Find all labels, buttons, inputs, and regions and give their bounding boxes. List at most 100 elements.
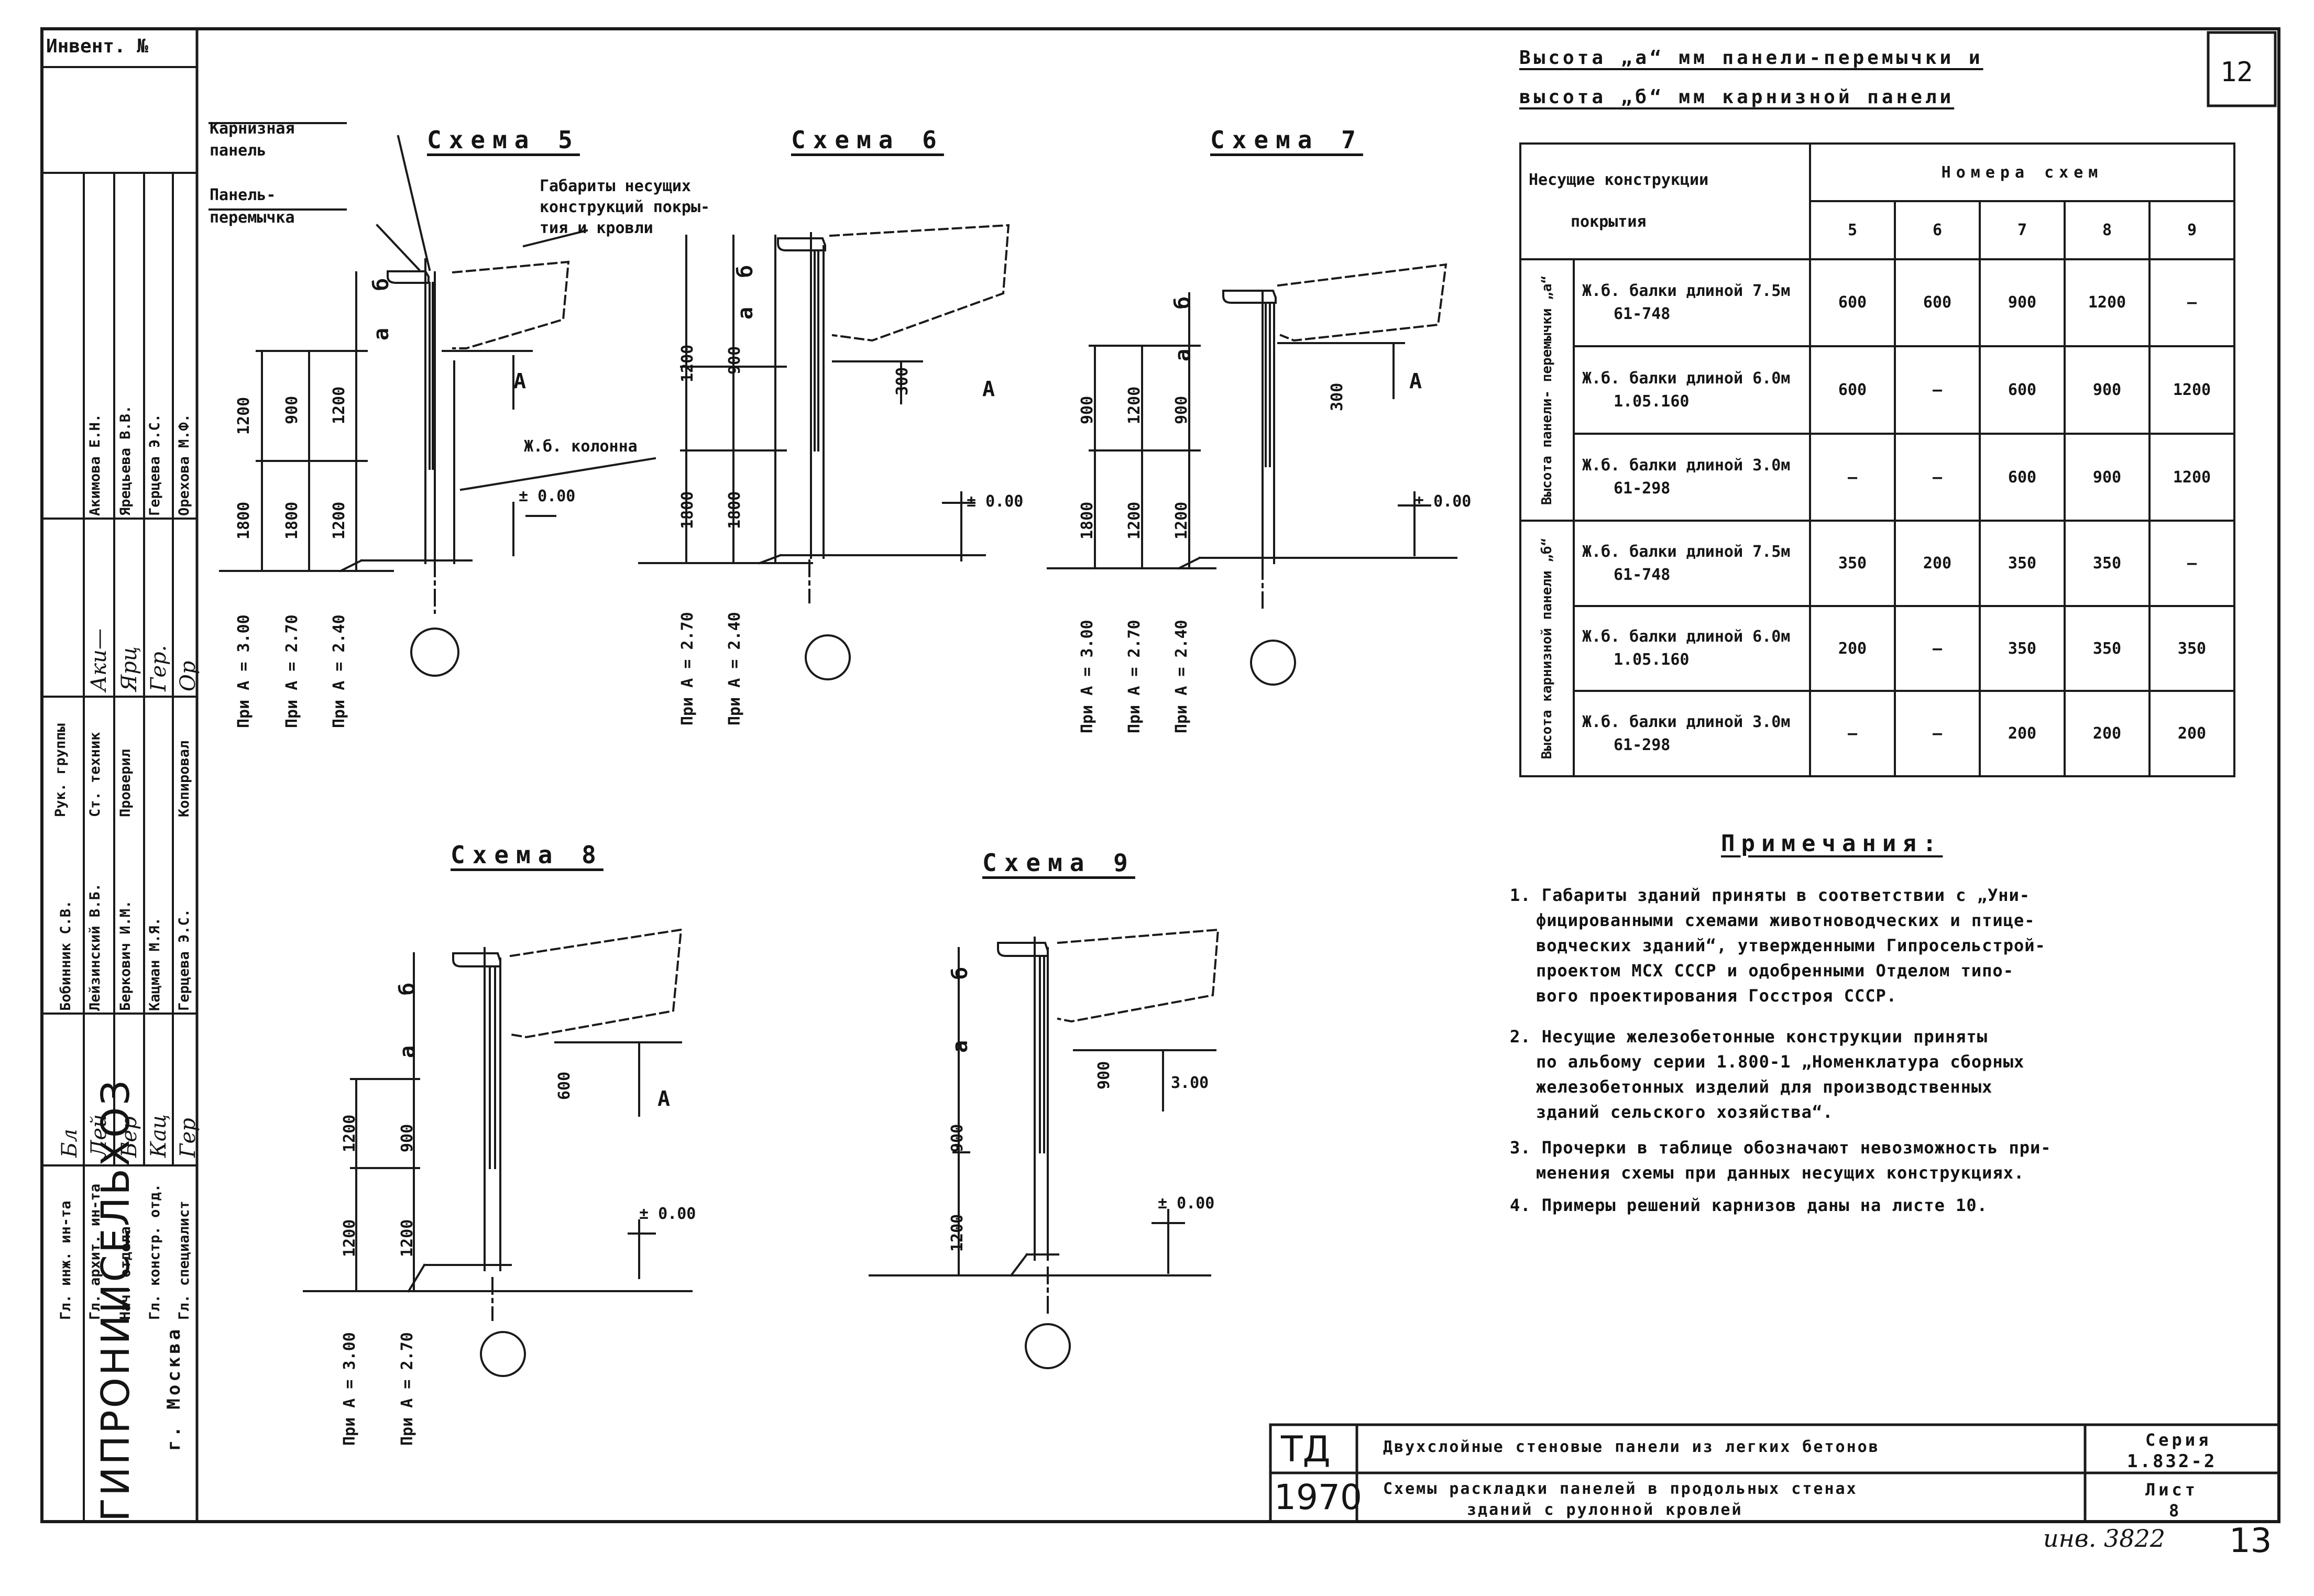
- series-value: 1.832-2: [2127, 1451, 2217, 1472]
- stamp-name: Ярецьева В.В.: [117, 405, 134, 516]
- stamp-name: Кацман М.Я.: [147, 917, 163, 1011]
- stamp-role: Гл. констр. отд.: [147, 1183, 163, 1320]
- dim-a-label: а: [733, 306, 758, 320]
- signature: Ярц: [117, 646, 141, 691]
- column-callout: Ж.б. колонна: [524, 437, 638, 456]
- table-col-head: 5: [1809, 200, 1896, 260]
- table-header-left: Несущие конструкции покрытия: [1519, 142, 1811, 260]
- table-cell: 200: [1894, 520, 1981, 607]
- level-mark: ± 0.00: [1414, 492, 1472, 511]
- dim-value: 1800: [726, 491, 744, 529]
- table-cell: 900: [1979, 258, 2066, 348]
- dim-value: 900: [283, 395, 301, 424]
- table-title-line1: Высота „а“ мм панели-перемычки и: [1519, 47, 1983, 69]
- table-cell: 350: [2064, 520, 2151, 607]
- height-case: При А = 3.00: [235, 614, 253, 728]
- dim-b-label: б: [396, 982, 420, 995]
- table-cell: —: [2148, 520, 2235, 607]
- page-number: 13: [2229, 1522, 2272, 1560]
- table-cell: 600: [1809, 258, 1896, 348]
- table-header-line: покрытия: [1571, 213, 1647, 232]
- inner-frame: [40, 27, 2280, 1523]
- scheme-9-drawing: [869, 928, 1220, 1369]
- dim-b-label: б: [369, 278, 393, 291]
- stamp-name: Беркович И.М.: [117, 900, 134, 1011]
- letter-a-mark: А: [513, 369, 527, 393]
- title-block-grid: [1269, 1423, 2280, 1523]
- lintel-panel-callout: перемычка: [210, 208, 295, 227]
- table-cell: 350: [2148, 604, 2235, 692]
- table-col-head: 9: [2148, 200, 2235, 260]
- sheet-number: 12: [2220, 57, 2253, 88]
- table-cell: —: [1894, 690, 1981, 777]
- stamp-name: Орехова М.Ф.: [176, 413, 192, 516]
- scheme-6-title: Схема 6: [791, 126, 944, 154]
- dim-value: 1200: [398, 1219, 416, 1257]
- scheme-6-drawing: [638, 224, 1010, 680]
- notes-line: зданий сельского хозяйства“.: [1536, 1102, 1834, 1122]
- dim-value: 1200: [1172, 501, 1191, 540]
- stamp-name: Лейзинский В.Б.: [87, 883, 103, 1011]
- dim-b-label: б: [733, 265, 758, 278]
- table-cell: 350: [1809, 520, 1896, 607]
- title-block-title2b: зданий с рулонной кровлей: [1467, 1501, 1743, 1519]
- dim-a-label: а: [948, 1040, 972, 1053]
- level-mark: ± 0.00: [519, 487, 576, 505]
- group-b-label: Высота карнизной панели „б“: [1539, 537, 1555, 760]
- table-title-line2: высота „б“ мм карнизной панели: [1519, 86, 1955, 108]
- stamp-role: Ст. техник: [87, 732, 103, 817]
- dim-value: 1800: [678, 491, 697, 529]
- notes-line: фицированными схемами животноводческих и…: [1536, 910, 2035, 930]
- dim-value: 1800: [283, 501, 301, 540]
- notes-title: Примечания:: [1721, 830, 1943, 857]
- letter-a-mark: А: [657, 1087, 671, 1111]
- stamp-name: Герцева Э.С.: [147, 413, 163, 516]
- table-cell: —: [1809, 690, 1896, 777]
- height-case: При А = 2.40: [330, 614, 348, 728]
- dim-value: 1200: [948, 1214, 967, 1252]
- dim-a-label: а: [396, 1045, 420, 1058]
- table-cell: 1200: [2064, 258, 2151, 348]
- signature: Бер: [117, 1116, 141, 1158]
- title-block-year: 1970: [1274, 1477, 1362, 1517]
- dim-value: 1800: [1078, 501, 1096, 540]
- height-case: При А = 2.40: [726, 612, 744, 725]
- scheme-9-title: Схема 9: [982, 849, 1135, 877]
- height-case: При А = 2.70: [1125, 620, 1144, 733]
- notes-line: 3. Прочерки в таблице обозначают невозмо…: [1510, 1138, 2052, 1158]
- notes-line: 1. Габариты зданий приняты в соответстви…: [1510, 885, 2031, 905]
- dim-value: 900: [1095, 1061, 1113, 1089]
- table-header-line: Несущие конструкции: [1529, 171, 1709, 190]
- title-block-title2a: Схемы раскладки панелей в продольных сте…: [1383, 1480, 1858, 1498]
- dim-value: 300: [893, 367, 912, 395]
- stamp-role: Гл. специалист: [176, 1201, 192, 1320]
- notes-line: проектом МСХ СССР и одобренными Отделом …: [1536, 961, 2014, 981]
- dim-value: 900: [1078, 395, 1096, 424]
- dim-value: 900: [398, 1124, 416, 1152]
- cornice-panel-callout: Карнизная: [210, 119, 295, 138]
- clearances-callout: конструкций покры-: [540, 198, 710, 216]
- signature: Бл: [58, 1129, 82, 1158]
- dim-value: 1200: [1125, 386, 1144, 424]
- signature: Ор: [176, 661, 200, 691]
- dim-value: 600: [555, 1071, 574, 1100]
- level-mark: ± 0.00: [1158, 1194, 1215, 1213]
- table-cell: 200: [1809, 604, 1896, 692]
- level-300-mark: 3.00: [1171, 1074, 1209, 1092]
- height-case: При А = 2.70: [678, 612, 697, 725]
- table-cell: 200: [2064, 690, 2151, 777]
- table-cell: —: [1894, 604, 1981, 692]
- notes-line: 4. Примеры решений карнизов даны на лист…: [1510, 1195, 1988, 1215]
- dim-value: 300: [1328, 382, 1346, 411]
- signature: Гер: [176, 1118, 200, 1158]
- notes-line: по альбому серии 1.800-1 „Номенклатура с…: [1536, 1052, 2025, 1072]
- signature: Лей: [87, 1114, 111, 1158]
- table-cell: 600: [1979, 345, 2066, 435]
- dim-value: 1800: [235, 501, 253, 540]
- dim-a-label: а: [369, 327, 393, 340]
- height-case: При А = 2.70: [283, 614, 301, 728]
- series-label: Серия: [2145, 1430, 2212, 1450]
